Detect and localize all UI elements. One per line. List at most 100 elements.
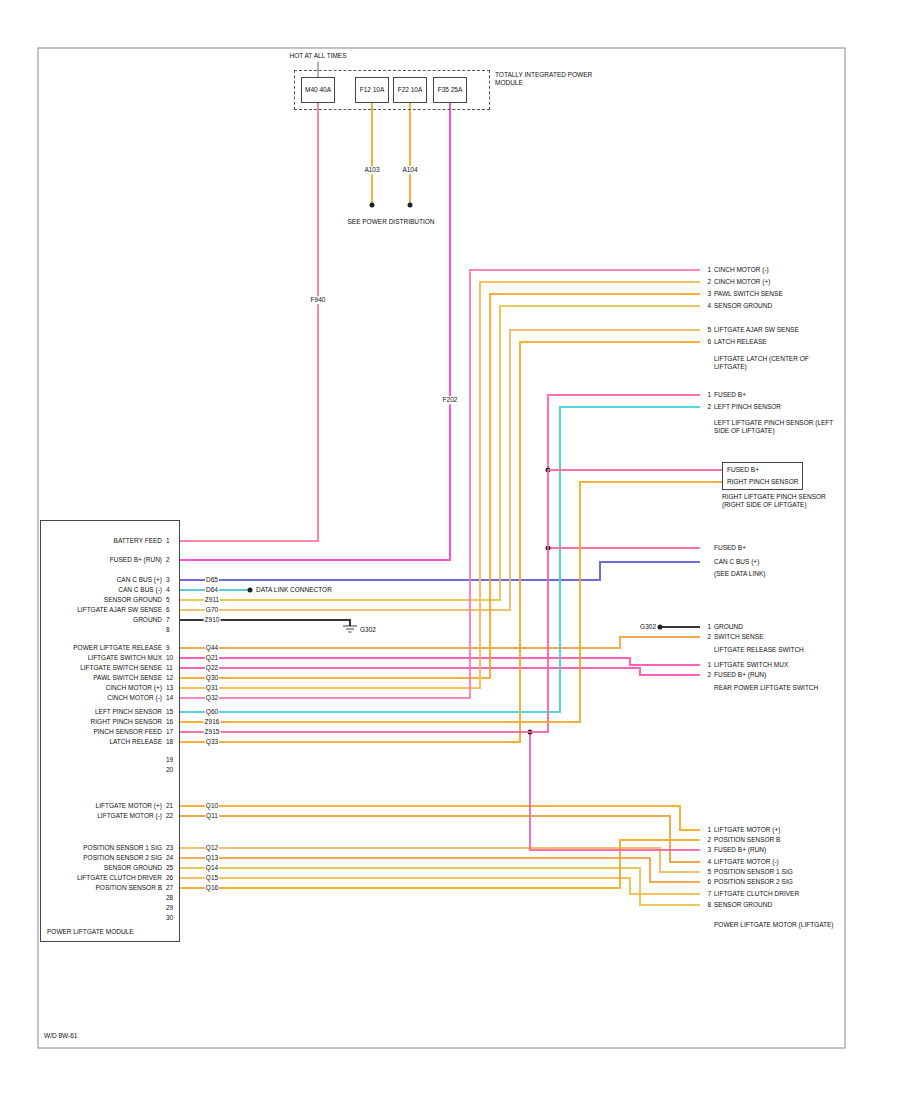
wire-code: F202 (442, 396, 459, 404)
pin-label: (SEE DATA LINK) (714, 570, 765, 578)
pin-label: 6 (707, 338, 711, 346)
pin-label: GROUND (133, 616, 162, 624)
pin-label: POSITION SENSOR 1 SIG (714, 868, 793, 876)
wire-code: Q31 (205, 684, 219, 692)
wire (548, 395, 700, 470)
wire (371, 103, 373, 205)
pin-label: 7 (707, 890, 711, 898)
wire-code: Q60 (205, 708, 219, 716)
pin-label: PAWL SWITCH SENSE (93, 674, 162, 682)
pin-label: LIFTGATE CLUTCH DRIVER (77, 874, 162, 882)
pin-label: 5 (166, 596, 170, 604)
pin-label: 4 (707, 858, 711, 866)
pin-label: FUSED B+ (RUN) (714, 671, 766, 679)
wire (530, 732, 700, 850)
pin-label: LIFTGATE MOTOR (+) (96, 802, 162, 810)
fuse-box: F12 10A (355, 77, 389, 103)
node-text: F35 25A (434, 78, 466, 102)
wire-code: Q30 (205, 674, 219, 682)
wire-code: Q14 (205, 864, 219, 872)
wire-code: Q13 (205, 854, 219, 862)
wire-code: Q32 (205, 694, 219, 702)
pin-label: RIGHT LIFTGATE PINCH SENSOR (RIGHT SIDE … (722, 493, 847, 508)
pin-label: 11 (166, 664, 173, 672)
pin-label: LATCH RELEASE (714, 338, 767, 346)
pin-label: 17 (166, 728, 173, 736)
wire (180, 562, 700, 580)
pin-label: 2 (707, 671, 711, 679)
connector-box: FUSED B+RIGHT PINCH SENSOR (722, 462, 803, 490)
pin-label: LIFTGATE SWITCH MUX (88, 654, 162, 662)
pin-label: 13 (166, 684, 173, 692)
pin-label: REAR POWER LIFTGATE SWITCH (714, 684, 818, 692)
pin-label: FUSED B+ (714, 544, 746, 552)
wire-code: G70 (205, 606, 219, 614)
wire (180, 658, 700, 665)
pin-label: CAN C BUS (-) (118, 586, 162, 594)
wire-connector (180, 103, 318, 541)
pin-label: 1 (707, 623, 711, 631)
pin-label: LIFTGATE AJAR SW SENSE (714, 326, 799, 334)
pin-label: SENSOR GROUND (714, 901, 772, 909)
pin-label: CINCH MOTOR (-) (714, 266, 769, 274)
pin-label: LEFT PINCH SENSOR (95, 708, 162, 716)
pin-label: 4 (707, 302, 711, 310)
pin-label: FUSED B+ (RUN) (110, 556, 162, 564)
pin-label: POSITION SENSOR B (714, 836, 780, 844)
pin-label: SENSOR GROUND (104, 864, 162, 872)
pin-label: 27 (166, 884, 173, 892)
pin-label: LIFTGATE RELEASE SWITCH (714, 646, 804, 654)
wire-code: Z910 (204, 616, 221, 624)
pin-label: SEE POWER DISTRIBUTION (347, 218, 434, 226)
pin-label: RIGHT PINCH SENSOR (91, 718, 162, 726)
wire-code: Q12 (205, 844, 219, 852)
pin-label: POSITION SENSOR 2 SIG (83, 854, 162, 862)
wire-code: Q21 (205, 654, 219, 662)
pin-label: 3 (707, 290, 711, 298)
wire (180, 878, 700, 894)
node-text: RIGHT PINCH SENSOR (727, 476, 798, 488)
wire (548, 547, 700, 549)
wire-code: Q11 (205, 812, 219, 820)
node-text: TOTALLY INTEGRATED POWER MODULE (495, 71, 620, 86)
pin-label: 2 (707, 278, 711, 286)
pin-label: POSITION SENSOR 1 SIG (83, 844, 162, 852)
wire-code: F940 (310, 296, 327, 304)
wire-code: D64 (205, 586, 219, 594)
pin-label: LIFTGATE MOTOR (-) (714, 858, 779, 866)
wire-code: Z915 (204, 728, 221, 736)
wire-code: Z916 (204, 718, 221, 726)
pin-label: CAN C BUS (+) (714, 558, 759, 566)
pin-label: 2 (707, 403, 711, 411)
power-module-box: TOTALLY INTEGRATED POWER MODULEM40 40AF1… (294, 70, 490, 110)
pin-label: LIFTGATE AJAR SW SENSE (77, 606, 162, 614)
pin-label: 1 (707, 826, 711, 834)
pin-label: G302 (640, 623, 656, 631)
pin-label: 20 (166, 766, 173, 774)
page-border (38, 48, 845, 1048)
wire (180, 806, 700, 830)
pin-label: 1 (707, 391, 711, 399)
fuse-box: F22 10A (393, 77, 427, 103)
pin-label: LIFTGATE MOTOR (+) (714, 826, 780, 834)
splice-dot (408, 203, 413, 208)
pin-label: 16 (166, 718, 173, 726)
ground-symbol (343, 626, 357, 632)
pin-label: LEFT LIFTGATE PINCH SENSOR (LEFT SIDE OF… (714, 419, 839, 434)
fuse-box: F35 25A (433, 77, 467, 103)
wire (180, 840, 700, 888)
pin-label: POWER LIFTGATE MOTOR (LIFTGATE) (714, 921, 834, 929)
pin-label: PAWL SWITCH SENSE (714, 290, 783, 298)
pin-label: FUSED B+ (RUN) (714, 846, 766, 854)
pin-label: 25 (166, 864, 173, 872)
pin-label: 6 (707, 878, 711, 886)
wire-code: D65 (205, 576, 219, 584)
wire (180, 668, 700, 675)
wire (180, 270, 700, 698)
node-text: POWER LIFTGATE MODULE (47, 928, 134, 936)
pin-label: 6 (166, 606, 170, 614)
pin-label: 30 (166, 914, 173, 922)
node-text: M40 40A (302, 78, 334, 102)
wire (180, 294, 700, 678)
pin-label: SWITCH SENSE (714, 633, 763, 641)
